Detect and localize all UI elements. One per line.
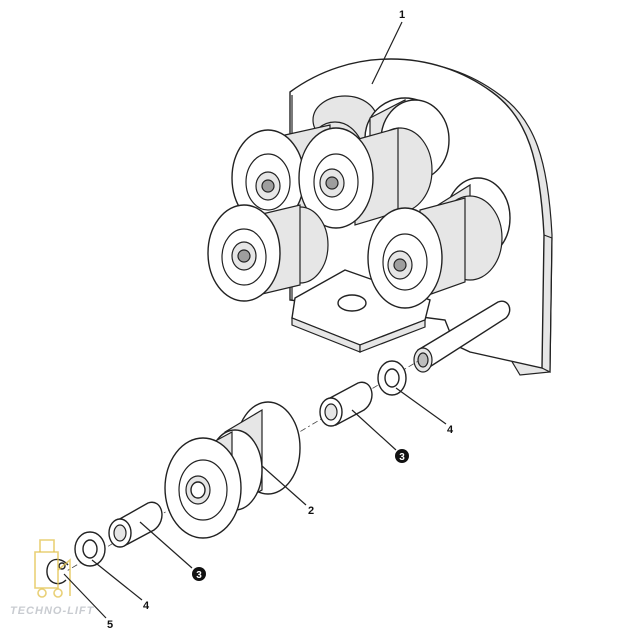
techno-lift-logo — [34, 539, 71, 598]
callout-3a-badge — [395, 449, 409, 463]
bushing-lower — [108, 501, 163, 548]
callout-4b: 4 — [143, 600, 150, 612]
bushing-upper — [319, 381, 373, 427]
leader-1 — [371, 21, 403, 85]
callout-3a: 3 — [399, 452, 405, 463]
leader-2 — [261, 465, 307, 506]
roller-part-2 — [164, 401, 301, 539]
callout-3b: 3 — [196, 570, 202, 581]
callout-2: 2 — [308, 505, 314, 517]
washer-upper — [377, 360, 407, 396]
shaft-pin — [413, 300, 511, 373]
leader-4b — [91, 559, 143, 601]
roller-lower-right — [367, 195, 503, 309]
watermark-text: TECHNO-LIFT — [10, 605, 95, 617]
callout-4a: 4 — [447, 424, 454, 436]
callout-5: 5 — [107, 619, 113, 631]
callout-3b-badge — [192, 567, 206, 581]
leader-3b — [139, 521, 193, 569]
leader-4a — [395, 387, 447, 425]
roller-upper-center — [298, 127, 433, 229]
washer-lower — [74, 531, 106, 567]
roller-lower-left — [207, 204, 329, 302]
leader-5 — [63, 573, 107, 619]
leader-3a — [351, 409, 397, 451]
callout-1: 1 — [399, 9, 405, 21]
